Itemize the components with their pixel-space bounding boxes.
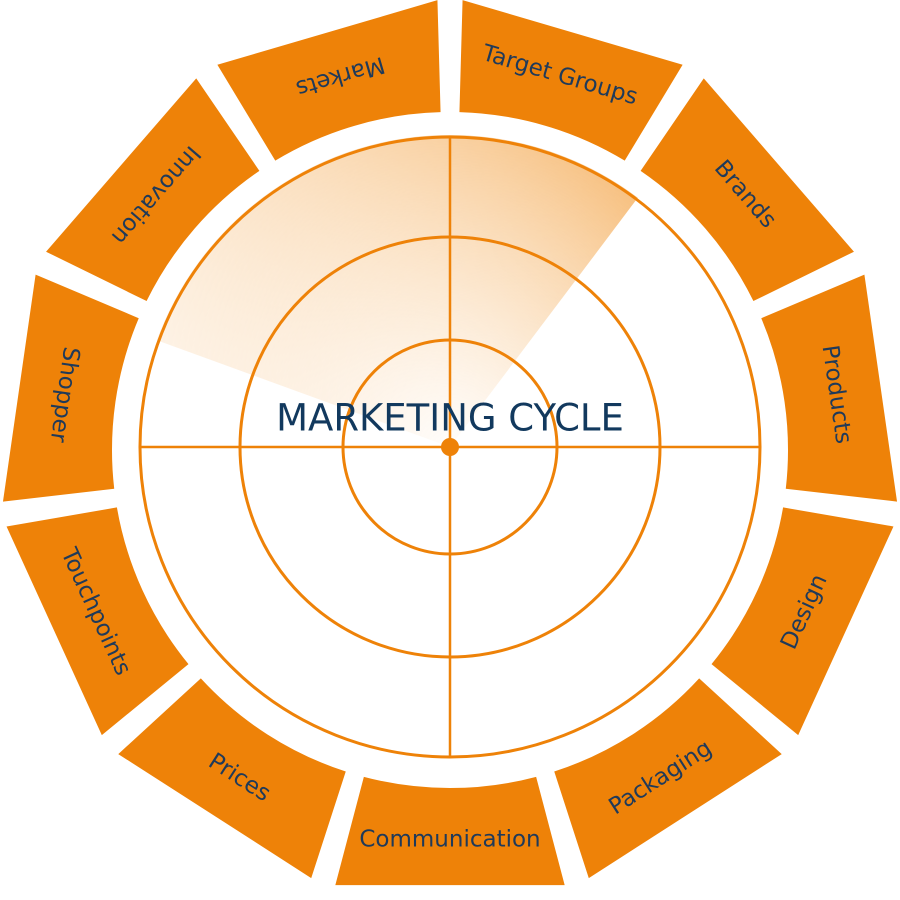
segment-label: Communication [359, 827, 540, 853]
segment-shopper [2, 274, 139, 502]
segment-innovation [46, 78, 260, 302]
segment-brands [640, 78, 854, 302]
segment-packaging [554, 678, 782, 879]
radar-rings [138, 135, 762, 759]
segment-design [711, 507, 894, 736]
segment-prices [118, 678, 346, 879]
segment-products [761, 274, 898, 502]
segment-touchpoints [6, 507, 189, 736]
center-dot [441, 438, 459, 456]
segment-markets [217, 0, 441, 161]
segment-communication [335, 776, 565, 886]
radar-sweep [156, 135, 638, 447]
segment-target-groups [459, 0, 683, 161]
diagram-title: MARKETING CYCLE [276, 397, 624, 440]
